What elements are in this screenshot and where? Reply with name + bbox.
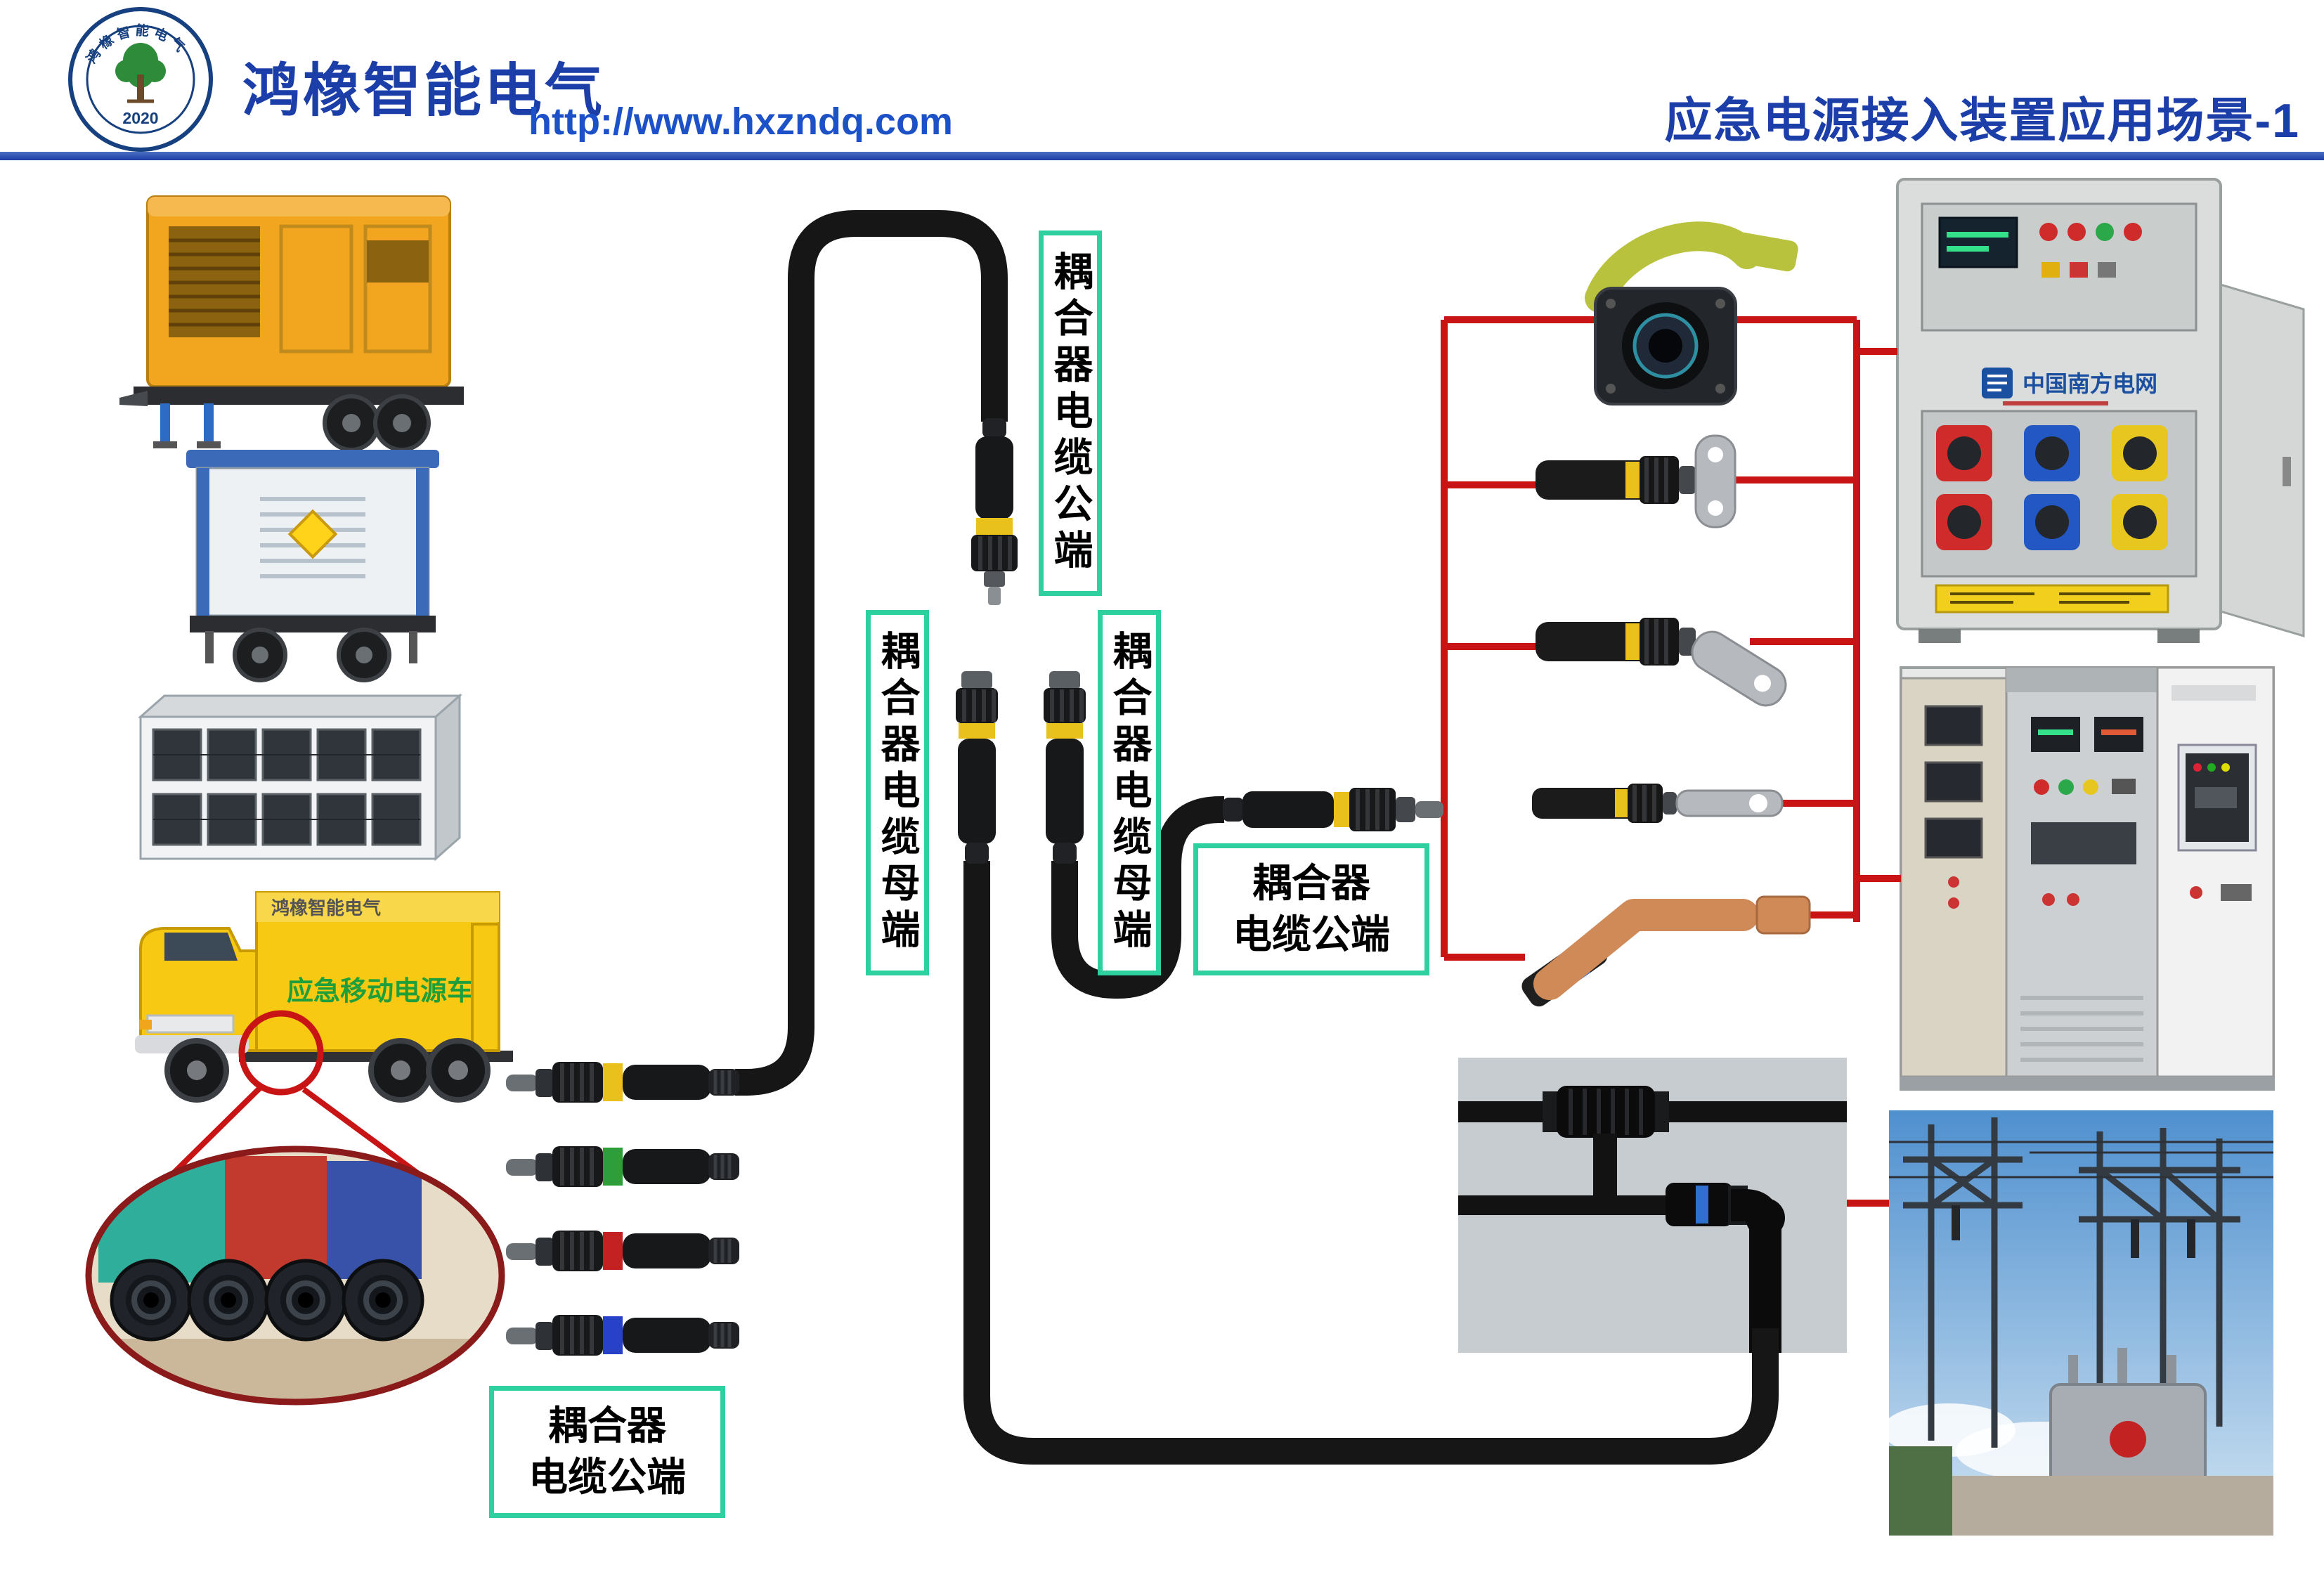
tree-icon (115, 43, 166, 103)
panel-socket-with-cover (1585, 221, 1798, 405)
battery-container-image (138, 693, 462, 862)
coupler-female-connector-right (1044, 671, 1086, 864)
connector-with-lug-terminal (1532, 784, 1784, 823)
industrial-sockets (1936, 425, 2168, 550)
open-door (2219, 283, 2305, 638)
coupler-male-connector-mid (1223, 788, 1443, 831)
truck-side-text: 应急移动电源车 (287, 977, 474, 1006)
coupler-male-connector-green (506, 1146, 739, 1187)
cable-main-loop (735, 210, 1008, 1096)
label-line: 耦合器 (548, 1403, 666, 1448)
cable-female-left-to-bottom (963, 861, 1779, 1465)
label-coupler-female-left: 耦合器电缆母端 (866, 610, 929, 975)
distribution-box-image: 中国南方电网 (1896, 178, 2305, 643)
label-line: 电缆公端 (528, 1454, 686, 1499)
label-coupler-female-right: 耦合器电缆母端 (1098, 610, 1161, 975)
website-url[interactable]: http://www.hxzndq.com (528, 100, 953, 143)
logo-year: 2020 (122, 109, 158, 127)
connection-lines-red (1441, 316, 1901, 1207)
panel-sockets (110, 1259, 424, 1342)
grid-brand-text: 中国南方电网 (2023, 371, 2157, 396)
page-title: 应急电源接入装置应用场景-1 (1664, 94, 2300, 148)
zoom-callout-lines (167, 1086, 428, 1182)
coupler-male-connector-yellow (506, 1062, 739, 1103)
page-header: 鸿橡智能电气 2020 鸿橡智能电气 http://www.hxzndq.com… (0, 0, 2324, 162)
coupler-female-connector-left (956, 671, 998, 864)
header-divider (0, 152, 2324, 160)
connector-with-straight-plate (1536, 434, 1736, 528)
label-line: 电缆公端 (1233, 911, 1390, 956)
copper-elbow-terminal (1521, 895, 1811, 1007)
company-name: 鸿橡智能电气 (242, 59, 606, 123)
switchgear-cabinets-image (1900, 666, 2275, 1091)
label-coupler-male-bottom: 耦合器 电缆公端 (489, 1386, 725, 1518)
label-coupler-male-mid: 耦合器 电缆公端 (1193, 843, 1429, 975)
coupler-male-connector-blue (506, 1315, 739, 1356)
label-coupler-male-top: 耦合器电缆公端 (1039, 231, 1102, 596)
truck-box-brand-text: 鸿橡智能电气 (271, 897, 381, 919)
label-line: 耦合器 (1252, 861, 1370, 905)
company-logo: 鸿橡智能电气 2020 (68, 7, 213, 152)
transformer-trailer-image (186, 450, 439, 682)
socket-panel-callout-image (85, 1146, 505, 1406)
emergency-power-truck-image: 鸿橡智能电气 应急移动电源车 (135, 891, 513, 1103)
generator-trailer-image (119, 195, 464, 452)
connector-with-angled-plate (1536, 618, 1787, 707)
coupler-male-connector-red (506, 1231, 739, 1271)
t-branch-connector-image (1458, 1058, 1847, 1353)
coupler-male-connector-top (971, 418, 1018, 605)
lattice-towers (1903, 1117, 2240, 1448)
substation-photo (1882, 1110, 2273, 1536)
truck-detail-highlight-circle (238, 1010, 324, 1096)
